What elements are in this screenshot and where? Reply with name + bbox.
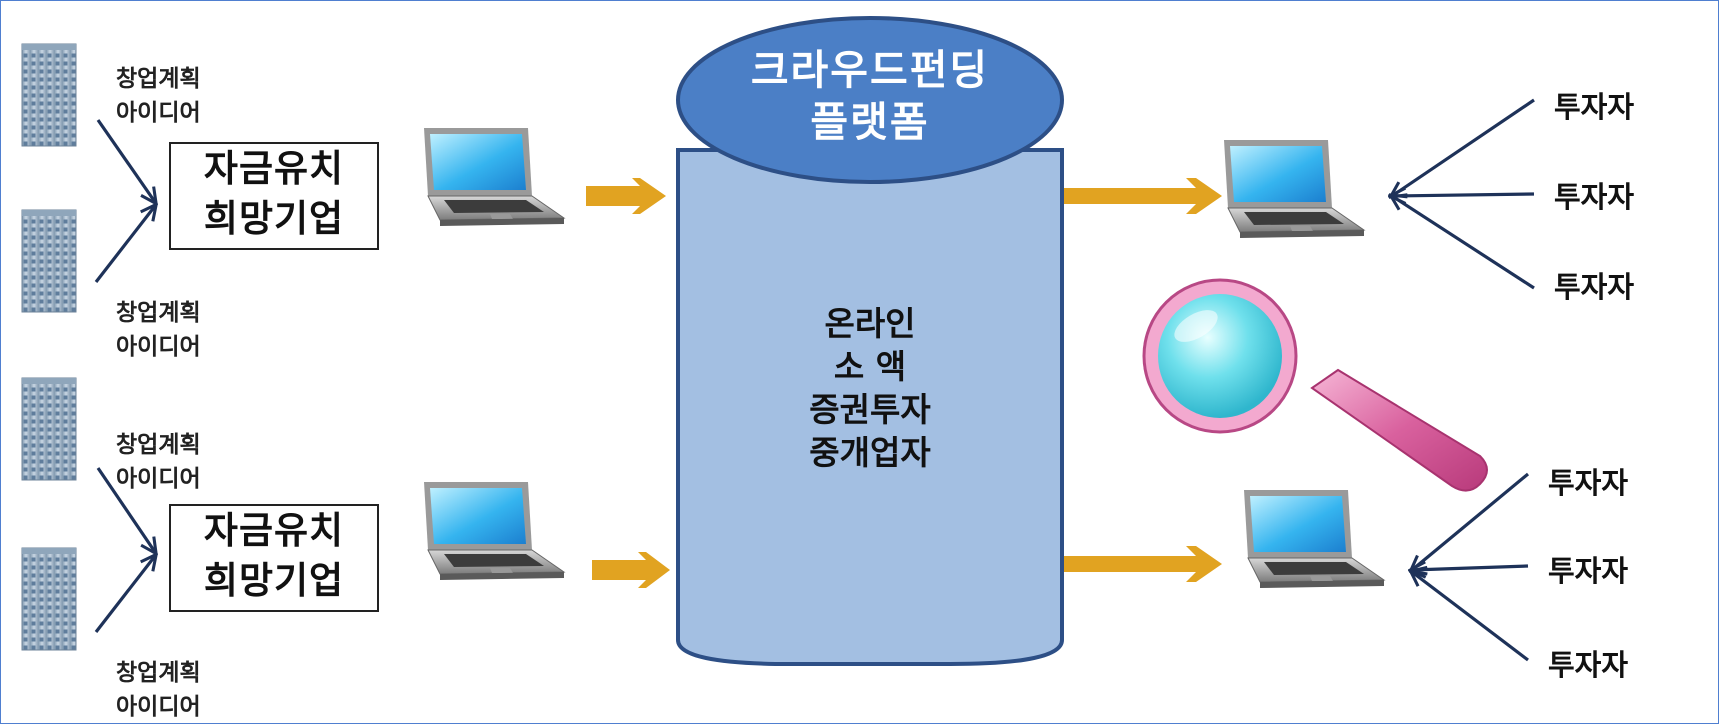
idea-label-line1: 창업계획 — [116, 66, 201, 92]
investor-label: 투자자 — [1554, 180, 1635, 214]
platform-title-line1: 크라우드펀딩 — [750, 46, 990, 94]
platform-title: 크라우드펀딩 플랫폼 — [700, 44, 1040, 148]
platform-description: 온라인 소 액 증권투자 중개업자 — [700, 302, 1040, 474]
magnifying-glass-icon — [1142, 278, 1488, 492]
idea-label-line1: 창업계획 — [116, 300, 201, 326]
idea-label-line2: 아이디어 — [116, 694, 201, 720]
idea-label: 창업계획 아이디어 — [116, 296, 201, 364]
building-icon — [21, 547, 77, 651]
platform-description-line3: 증권투자 — [809, 390, 931, 429]
investor-label: 투자자 — [1554, 90, 1635, 124]
company-box-line1: 자금유치 — [203, 509, 345, 552]
idea-label-line1: 창업계획 — [116, 660, 201, 686]
investor-arrows — [1392, 98, 1535, 662]
idea-label-line1: 창업계획 — [116, 432, 201, 458]
platform-cylinder — [676, 16, 1064, 666]
company-box-line1: 자금유치 — [203, 147, 345, 190]
platform-description-line4: 중개업자 — [809, 433, 931, 472]
platform-description-line1: 온라인 — [824, 304, 916, 343]
idea-label-line2: 아이디어 — [116, 100, 201, 126]
platform-title-line2: 플랫폼 — [810, 98, 930, 146]
idea-label-line2: 아이디어 — [116, 466, 201, 492]
idea-arrows — [94, 119, 155, 633]
investor-label: 투자자 — [1548, 466, 1629, 500]
laptop-icon — [423, 127, 565, 227]
platform-description-line2: 소 액 — [833, 347, 907, 386]
investor-label: 투자자 — [1548, 648, 1629, 682]
company-box: 자금유치 희망기업 — [169, 504, 379, 612]
idea-label: 창업계획 아이디어 — [116, 656, 201, 724]
laptop-icon — [1223, 139, 1365, 239]
idea-label: 창업계획 아이디어 — [116, 62, 201, 130]
company-box-line2: 희망기업 — [203, 559, 345, 602]
idea-label: 창업계획 아이디어 — [116, 428, 201, 496]
building-icon — [21, 377, 77, 481]
investor-label: 투자자 — [1548, 554, 1629, 588]
flow-arrows — [586, 178, 1222, 588]
company-box-line2: 희망기업 — [203, 197, 345, 240]
idea-label-line2: 아이디어 — [116, 334, 201, 360]
building-icon — [21, 209, 77, 313]
building-icon — [21, 43, 77, 147]
investor-label: 투자자 — [1554, 270, 1635, 304]
laptop-icon — [423, 481, 565, 581]
company-box: 자금유치 희망기업 — [169, 142, 379, 250]
laptop-icon — [1243, 489, 1385, 589]
